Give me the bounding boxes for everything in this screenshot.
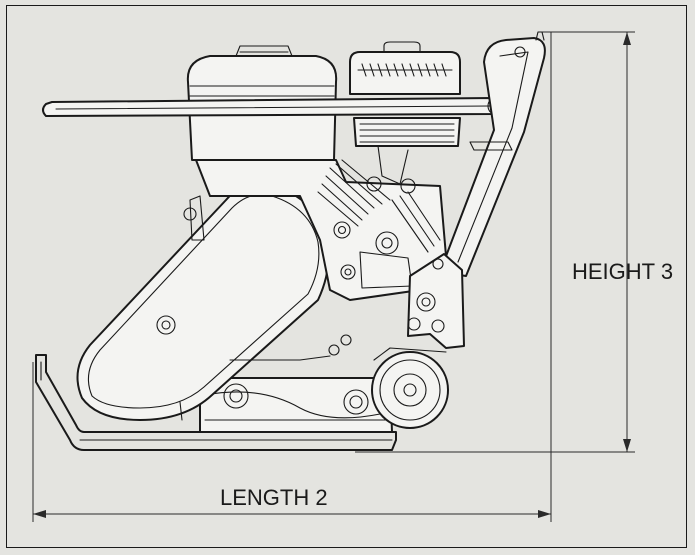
handle-bracket [407, 253, 465, 349]
base-plate [35, 354, 397, 451]
length-dimension-label: LENGTH 2 [220, 485, 328, 510]
exciter-bolts [179, 334, 352, 421]
chassis-frame [199, 377, 393, 433]
engine-block [183, 159, 447, 301]
drawing-border [6, 5, 687, 548]
height-dimension-label: HEIGHT 3 [572, 259, 673, 284]
handle-arm [439, 31, 546, 277]
air-cleaner [349, 41, 461, 194]
height-dimension [355, 31, 635, 453]
length-dimension [32, 32, 552, 522]
handle-bar [42, 96, 507, 117]
transport-wheel [371, 347, 449, 429]
